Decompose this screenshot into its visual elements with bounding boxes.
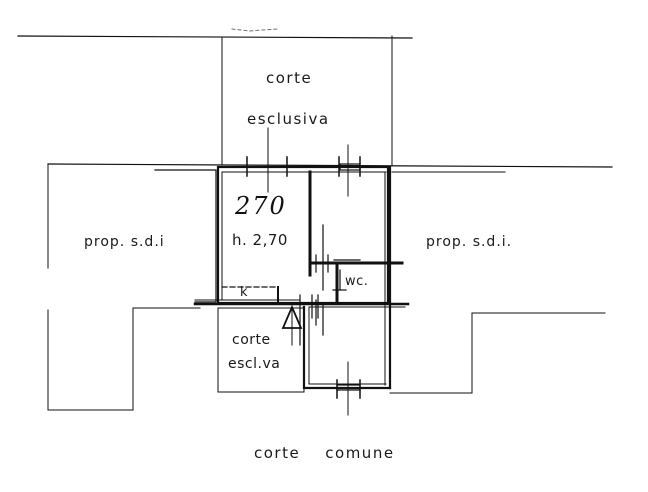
lower-room-wall-outer: [302, 305, 392, 390]
left-property-label: prop. s.d.i: [84, 234, 165, 250]
top-wall-openings: [246, 144, 361, 197]
small-courtyard-outline: [217, 307, 305, 393]
small-courtyard-label-line2: escl.va: [228, 356, 281, 372]
kitchen-label: k: [240, 285, 250, 300]
left-property-lower: [47, 307, 201, 411]
wc-label: wc.: [345, 274, 369, 289]
main-top-line: [47, 163, 613, 168]
left-property-inner: [154, 169, 217, 303]
top-boundary-line: [17, 35, 413, 39]
small-courtyard-label-line1: corte: [232, 332, 271, 348]
right-property-step: [389, 312, 473, 394]
handwritten-height-label: 270: [235, 192, 287, 220]
bottom-wall-openings: [336, 361, 361, 416]
right-property-label: prop. s.d.i.: [426, 234, 513, 250]
top-courtyard-label-line2: esclusiva: [247, 110, 330, 128]
entry-openings: [299, 224, 361, 346]
room-height-label: h. 2,70: [232, 231, 288, 249]
top-scribble: [231, 28, 279, 32]
top-courtyard-label-line1: corte: [266, 69, 313, 87]
common-courtyard-label: corte comune: [254, 444, 395, 462]
